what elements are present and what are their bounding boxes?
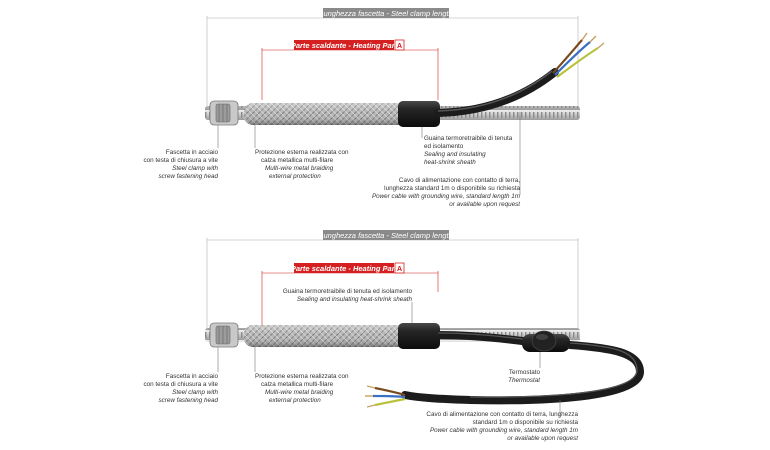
svg-text:Steel clamp with: Steel clamp with [172, 389, 218, 396]
cable-note: Cavo di alimentazione con contatto di te… [426, 411, 578, 442]
svg-text:Steel clamp with: Steel clamp with [172, 165, 218, 172]
svg-text:Thermostat: Thermostat [508, 377, 540, 384]
clamp-length-label: Lunghezza fascetta - Steel clamp length [319, 9, 452, 18]
wire-yellow-green [556, 47, 599, 78]
svg-text:screw fastening head: screw fastening head [158, 397, 218, 404]
svg-text:Power cable with grounding wir: Power cable with grounding wire, standar… [430, 427, 578, 434]
heating-part-dimension: Parte scaldante - Heating Part A [261, 39, 439, 100]
svg-text:Protezione esterna realizzata: Protezione esterna realizzata con [255, 373, 349, 380]
power-cable [365, 330, 645, 408]
svg-text:Sealing and insulating: Sealing and insulating [424, 151, 486, 158]
wire-blue [372, 394, 406, 399]
svg-text:Power cable with grounding wir: Power cable with grounding wire, standar… [372, 193, 520, 200]
cable-note: Cavo di alimentazione con contatto di te… [372, 177, 521, 208]
heating-part-label: Parte scaldante - Heating Part [291, 264, 398, 273]
svg-text:external protection: external protection [269, 173, 321, 180]
heat-shrink-sheath [398, 323, 440, 349]
metal-braiding [244, 325, 406, 347]
svg-text:Termostato: Termostato [509, 369, 541, 376]
heating-part-dimension: Parte scaldante - Heating Part A [261, 262, 439, 325]
clamp-length-dimension: Lunghezza fascetta - Steel clamp length [206, 8, 579, 108]
thermostat [522, 330, 570, 352]
svg-text:calza metallica multi-filare: calza metallica multi-filare [261, 157, 334, 164]
clamp-screw-head [209, 322, 239, 348]
svg-text:Fascetta in acciaio: Fascetta in acciaio [166, 373, 219, 380]
metal-braiding [244, 103, 406, 125]
heating-part-label: Parte scaldante - Heating Part [291, 41, 398, 50]
power-cable [434, 32, 605, 117]
sheath-note: Guaina termoretraibile di tenuta ed isol… [424, 135, 513, 166]
clamp-screw-head [209, 100, 239, 126]
heat-shrink-sheath [398, 101, 440, 127]
wire-brown [552, 39, 583, 74]
svg-text:calza metallica multi-filare: calza metallica multi-filare [261, 381, 334, 388]
svg-text:Cavo di alimentazione con cont: Cavo di alimentazione con contatto di te… [426, 411, 578, 418]
svg-text:Multi-wire metal braiding: Multi-wire metal braiding [265, 389, 334, 396]
clamp-note: Fascetta in acciaio con testa di chiusur… [143, 149, 218, 180]
leader-lines [217, 112, 521, 195]
sheath-note: Guaina termoretraibile di tenuta ed isol… [283, 288, 413, 303]
thermostat-note: Termostato Thermostat [508, 369, 540, 384]
wire-yellow-green [374, 397, 406, 407]
svg-text:or available upon request: or available upon request [507, 435, 578, 442]
svg-text:Sealing and insulating heat-sh: Sealing and insulating heat-shrink sheat… [297, 296, 413, 303]
svg-text:con testa di chiusura a vite: con testa di chiusura a vite [143, 157, 218, 164]
heating-part-badge: A [397, 266, 402, 273]
svg-text:Fascetta in acciaio: Fascetta in acciaio [166, 149, 219, 156]
leader-lines [217, 302, 561, 418]
clamp-length-dimension: Lunghezza fascetta - Steel clamp length [206, 230, 579, 330]
wire-brown [374, 386, 406, 397]
braid-note: Protezione esterna realizzata con calza … [255, 149, 349, 180]
svg-text:ed isolamento: ed isolamento [424, 143, 464, 150]
diagram-bottom: Lunghezza fascetta - Steel clamp length … [143, 230, 645, 442]
svg-text:standard 1m o disponibile su r: standard 1m o disponibile su richiesta [473, 419, 579, 426]
svg-text:lunghezza standard 1m o dispon: lunghezza standard 1m o disponibile su r… [384, 185, 520, 192]
diagram-top: Lunghezza fascetta - Steel clamp length … [143, 8, 605, 208]
clamp-note: Fascetta in acciaio con testa di chiusur… [143, 373, 218, 404]
svg-text:or available upon request: or available upon request [449, 201, 520, 208]
svg-text:screw fastening head: screw fastening head [158, 173, 218, 180]
svg-text:heat-shrink sheath: heat-shrink sheath [424, 159, 476, 166]
svg-text:Guaina termoretraibile di tenu: Guaina termoretraibile di tenuta [424, 135, 513, 142]
svg-text:Multi-wire metal braiding: Multi-wire metal braiding [265, 165, 334, 172]
wire-blue [554, 41, 591, 76]
svg-text:Cavo di alimentazione con cont: Cavo di alimentazione con contatto di te… [399, 177, 520, 184]
svg-text:con testa di chiusura a vite: con testa di chiusura a vite [143, 381, 218, 388]
clamp-length-label: Lunghezza fascetta - Steel clamp length [319, 231, 452, 240]
svg-text:Protezione esterna realizzata: Protezione esterna realizzata con [255, 149, 349, 156]
heating-part-badge: A [397, 43, 402, 50]
svg-text:Guaina termoretraibile di tenu: Guaina termoretraibile di tenuta ed isol… [283, 288, 413, 295]
braid-note: Protezione esterna realizzata con calza … [255, 373, 349, 404]
svg-text:external protection: external protection [269, 397, 321, 404]
